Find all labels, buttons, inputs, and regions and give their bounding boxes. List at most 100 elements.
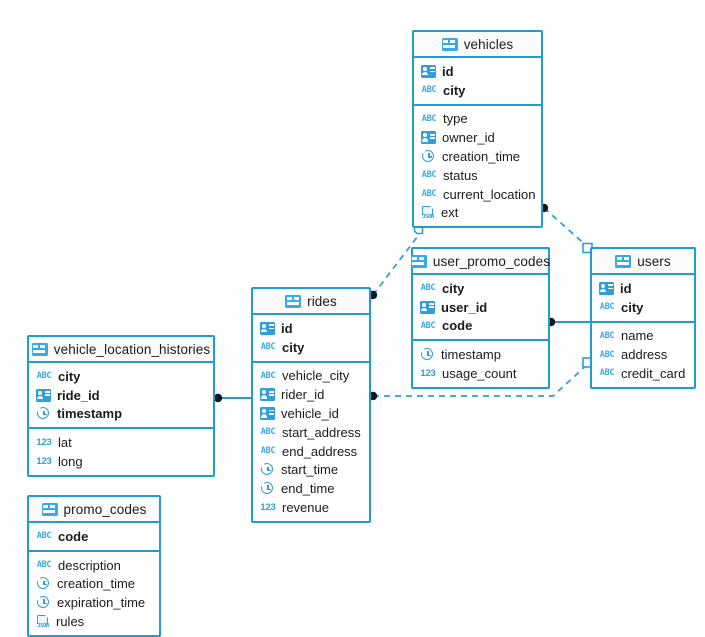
table-header-user_promo_codes[interactable]: user_promo_codes bbox=[410, 249, 551, 275]
column-vehicle_location_histories-city[interactable]: ABC city bbox=[29, 367, 213, 386]
column-promo_codes-code[interactable]: ABC code bbox=[29, 527, 159, 546]
column-users-id[interactable]: id bbox=[592, 279, 694, 298]
column-vehicles-owner_id[interactable]: owner_id bbox=[414, 128, 541, 147]
clock-icon bbox=[420, 148, 436, 164]
edge-vehicles-users bbox=[539, 203, 593, 254]
clock-icon bbox=[35, 594, 51, 610]
column-rides-vehicle_city[interactable]: ABC vehicle_city bbox=[253, 367, 369, 386]
clock-icon bbox=[259, 480, 275, 496]
table-title: user_promo_codes bbox=[432, 253, 551, 269]
table-header-vehicles[interactable]: vehicles bbox=[414, 32, 541, 58]
column-name: rules bbox=[56, 614, 85, 630]
table-grid-icon bbox=[31, 342, 48, 356]
column-name: current_location bbox=[443, 186, 536, 202]
column-name: city bbox=[443, 82, 466, 98]
string-type-icon: ABC bbox=[36, 371, 52, 382]
string-type-icon: ABC bbox=[421, 113, 437, 124]
clock-icon bbox=[419, 346, 435, 362]
string-type-icon: ABC bbox=[599, 368, 615, 379]
table-header-users[interactable]: users bbox=[592, 249, 694, 275]
string-type-icon: ABC bbox=[260, 370, 276, 381]
table-grid-icon bbox=[441, 37, 458, 51]
column-user_promo_codes-timestamp[interactable]: timestamp bbox=[413, 345, 548, 364]
column-vehicle_location_histories-long[interactable]: 123 long bbox=[29, 452, 213, 471]
number-type-icon: 123 bbox=[36, 437, 52, 449]
column-rides-id[interactable]: id bbox=[253, 319, 369, 338]
column-name: creation_time bbox=[442, 149, 521, 165]
column-vehicle_location_histories-timestamp[interactable]: timestamp bbox=[29, 405, 213, 424]
column-name: long bbox=[58, 454, 83, 470]
column-user_promo_codes-user_id[interactable]: user_id bbox=[413, 298, 548, 317]
column-vehicle_location_histories-ride_id[interactable]: ride_id bbox=[29, 386, 213, 405]
edge-vehicle-location-histories-rides bbox=[213, 393, 251, 403]
column-name: vehicle_city bbox=[282, 368, 350, 384]
column-rides-end_time[interactable]: end_time bbox=[253, 479, 369, 498]
table-header-rides[interactable]: rides bbox=[253, 289, 369, 315]
column-rides-rider_id[interactable]: rider_id bbox=[253, 385, 369, 404]
table-header-promo_codes[interactable]: promo_codes bbox=[29, 497, 159, 523]
table-grid-icon bbox=[285, 294, 302, 308]
column-name: start_address bbox=[282, 424, 361, 440]
table-title: rides bbox=[307, 293, 337, 309]
table-header-vehicle_location_histories[interactable]: vehicle_location_histories bbox=[29, 337, 213, 363]
column-vehicles-city[interactable]: ABC city bbox=[414, 81, 541, 100]
column-vehicles-creation_time[interactable]: creation_time bbox=[414, 147, 541, 166]
column-name: status bbox=[443, 167, 478, 183]
column-promo_codes-expiration_time[interactable]: expiration_time bbox=[29, 593, 159, 612]
id-badge-icon bbox=[36, 388, 51, 402]
number-type-icon: 123 bbox=[36, 455, 52, 467]
column-rides-start_time[interactable]: start_time bbox=[253, 461, 369, 480]
column-name: address bbox=[621, 347, 668, 363]
column-name: city bbox=[442, 280, 465, 296]
column-name: start_time bbox=[281, 462, 339, 478]
number-type-icon: 123 bbox=[260, 501, 276, 513]
column-vehicles-id[interactable]: id bbox=[414, 62, 541, 81]
table-title: promo_codes bbox=[63, 501, 147, 517]
string-type-icon: ABC bbox=[36, 531, 52, 542]
column-name: code bbox=[58, 528, 89, 544]
string-type-icon: ABC bbox=[420, 320, 436, 331]
column-name: owner_id bbox=[442, 130, 495, 146]
column-rides-vehicle_id[interactable]: vehicle_id bbox=[253, 404, 369, 423]
primary-key-section-vehicle_location_histories: ABC city ride_id timestamp bbox=[29, 363, 213, 430]
column-name: rider_id bbox=[281, 387, 325, 403]
table-title: users bbox=[637, 253, 671, 269]
column-name: timestamp bbox=[441, 347, 501, 363]
string-type-icon: ABC bbox=[421, 84, 437, 95]
column-promo_codes-creation_time[interactable]: creation_time bbox=[29, 575, 159, 594]
column-name: ride_id bbox=[57, 387, 100, 403]
column-name: id bbox=[442, 63, 454, 79]
number-type-icon: 123 bbox=[420, 367, 436, 379]
column-name: city bbox=[58, 368, 81, 384]
edge-user-promo-codes-users bbox=[546, 317, 590, 327]
